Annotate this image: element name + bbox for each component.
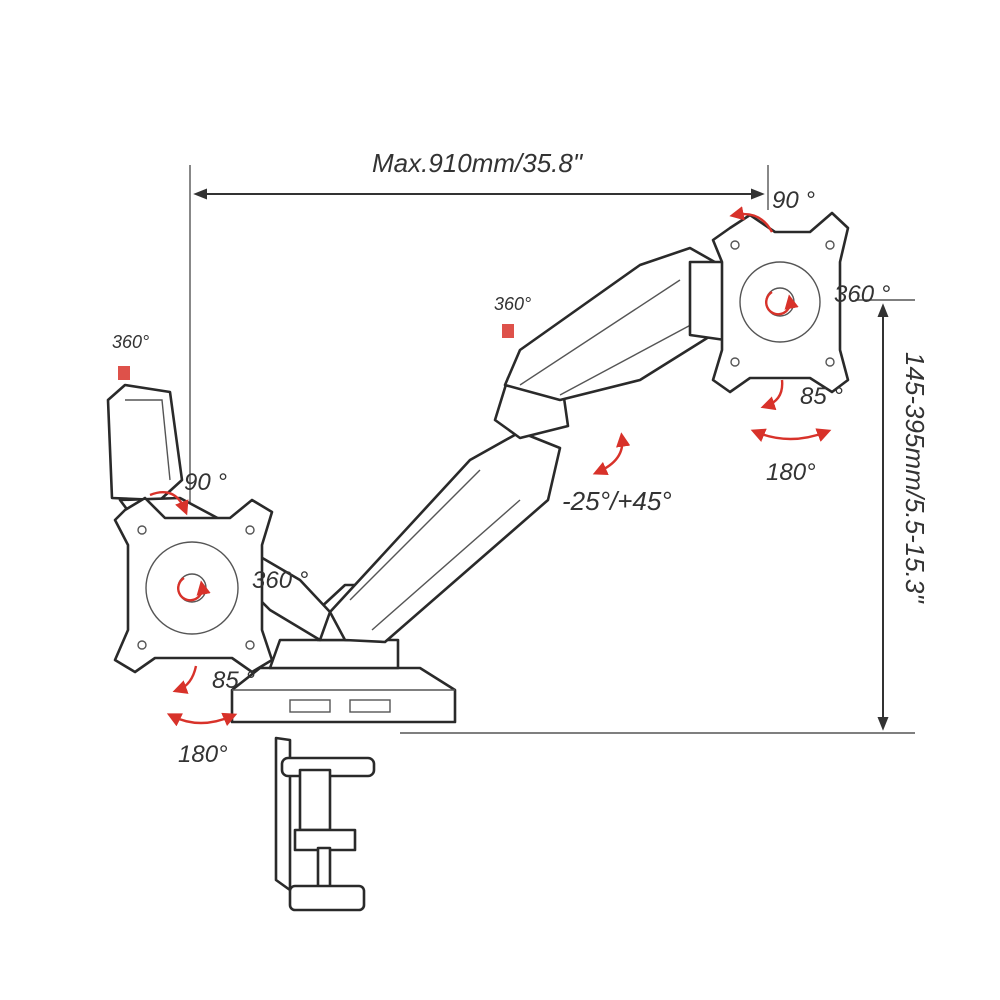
right-upper-arm: [503, 246, 742, 402]
right-tilt-up-arrow: [729, 206, 774, 233]
height-range-label: 145-395mm/5.5-15.3": [900, 352, 930, 604]
rotation-arrows: [118, 206, 832, 727]
left-tilt-down-label: 85 °: [212, 667, 255, 694]
middle-rotation-icon: [502, 324, 514, 338]
max-reach-label: Max.910mm/35.8": [372, 148, 584, 178]
left-vesa-plate: [113, 496, 274, 674]
right-tilt-down-arrow: [760, 379, 784, 411]
middle-angle-range-label: -25°/+45°: [562, 486, 672, 516]
desk-clamp: [274, 736, 376, 912]
left-pan-label: 180°: [178, 741, 228, 768]
left-top-rotation-label: 360°: [112, 332, 149, 352]
middle-gas-arm: [328, 368, 570, 644]
left-tilt-up-label: 90 °: [184, 469, 227, 496]
middle-tilt-arrow: [592, 432, 631, 476]
left-pan-arrow: [166, 712, 238, 727]
middle-rotation-label: 360°: [494, 294, 531, 314]
reach-dimension: Max.910mm/35.8": [189, 148, 769, 520]
right-swivel-label: 360 °: [834, 281, 891, 308]
left-swivel-label: 360 °: [252, 567, 309, 594]
height-dimension: 145-395mm/5.5-15.3": [400, 299, 930, 734]
left-tilt-down-arrow: [172, 665, 198, 694]
right-vesa-plate: [711, 211, 850, 394]
base-mount: [230, 638, 457, 724]
right-pan-arrow: [750, 428, 832, 442]
right-tilt-up-label: 90 °: [772, 187, 815, 214]
angle-labels: 360° 90 ° 360 ° 85 ° 180° 360° -25°/+45°…: [112, 187, 891, 768]
left-top-rotation-icon: [118, 366, 130, 380]
left-tilt-up-arrow: [149, 490, 189, 516]
right-tilt-down-label: 85 °: [800, 383, 843, 410]
right-pan-label: 180°: [766, 459, 816, 486]
